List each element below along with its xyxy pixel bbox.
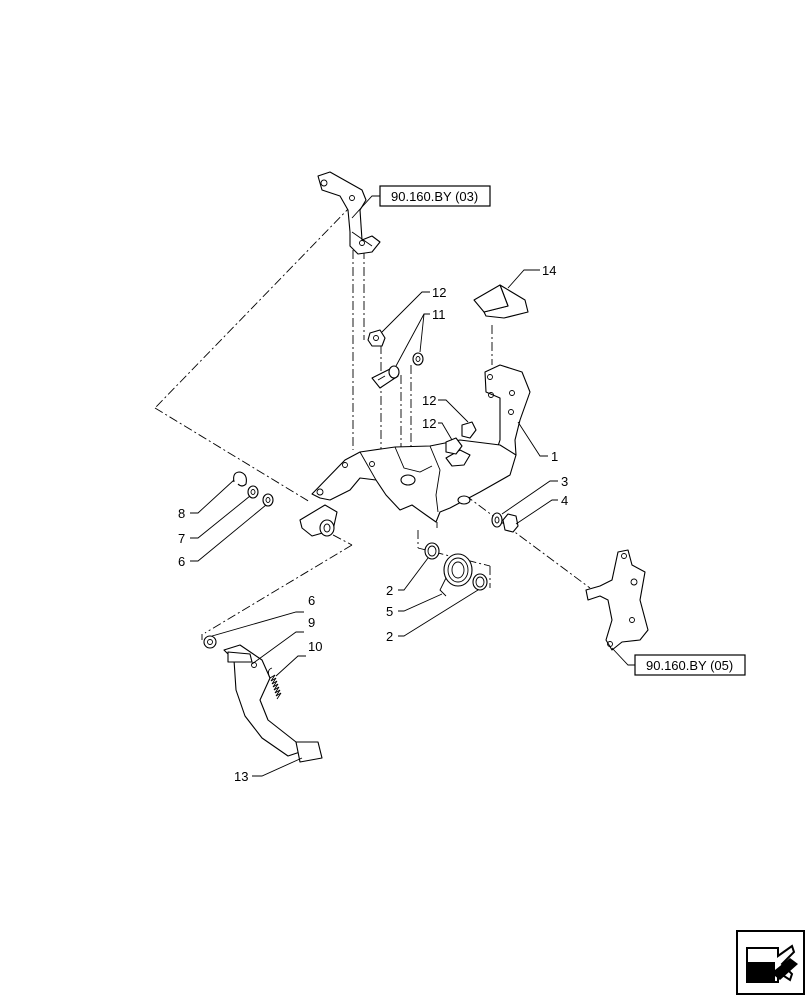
callout-12: 12 [422,416,436,431]
callout-4: 4 [561,493,568,508]
part-13-brake-pedal [223,644,323,763]
callout-13: 13 [234,769,248,784]
part-6-bushing-lower [203,635,217,649]
callout-3: 3 [561,474,568,489]
part-2-bushing-right [472,573,488,591]
part-11-bolt [371,365,400,389]
callout-7: 7 [178,531,185,546]
callout-5: 5 [386,604,393,619]
part-10-return-spring [267,667,282,700]
next-page-arrow-icon[interactable] [736,930,805,995]
callout-9: 9 [308,615,315,630]
callout-12: 12 [422,393,436,408]
reference-label: 90.160.BY (05) [646,658,733,673]
part-6-bushing-upper [262,493,274,507]
callout-2: 2 [386,629,393,644]
pivot-pin [299,504,338,537]
callout-1: 1 [551,449,558,464]
callout-2: 2 [386,583,393,598]
callout-6: 6 [178,554,185,569]
callout-12: 12 [432,285,446,300]
part-7-washer [247,485,259,499]
callout-8: 8 [178,506,185,521]
part-8-retaining-clip [233,471,247,487]
callout-6: 6 [308,593,315,608]
leader-lines [190,195,635,777]
part-12-clips-middle [445,421,477,455]
lower-linkage-bracket [585,549,649,651]
reference-box-top[interactable]: 90.160.BY (03) [379,185,491,207]
part-11-washer [412,352,424,366]
main-bracket-assembly [311,439,517,523]
reference-label: 90.160.BY (03) [391,189,478,204]
callout-10: 10 [308,639,322,654]
reference-box-right[interactable]: 90.160.BY (05) [634,654,746,676]
upper-linkage-bracket [317,171,381,255]
part-2-bushing-left [424,542,440,560]
part-12-clip-upper [367,329,386,347]
part-3-washer [491,512,503,528]
callout-labels: 14 12 11 12 12 1 3 4 8 7 6 2 5 2 6 9 10 … [178,263,568,784]
part-4-nut [502,513,519,533]
part-5-torsion-spring [439,553,473,597]
callout-11: 11 [432,307,446,322]
callout-14: 14 [542,263,556,278]
part-14-pedal-pad [473,284,529,319]
